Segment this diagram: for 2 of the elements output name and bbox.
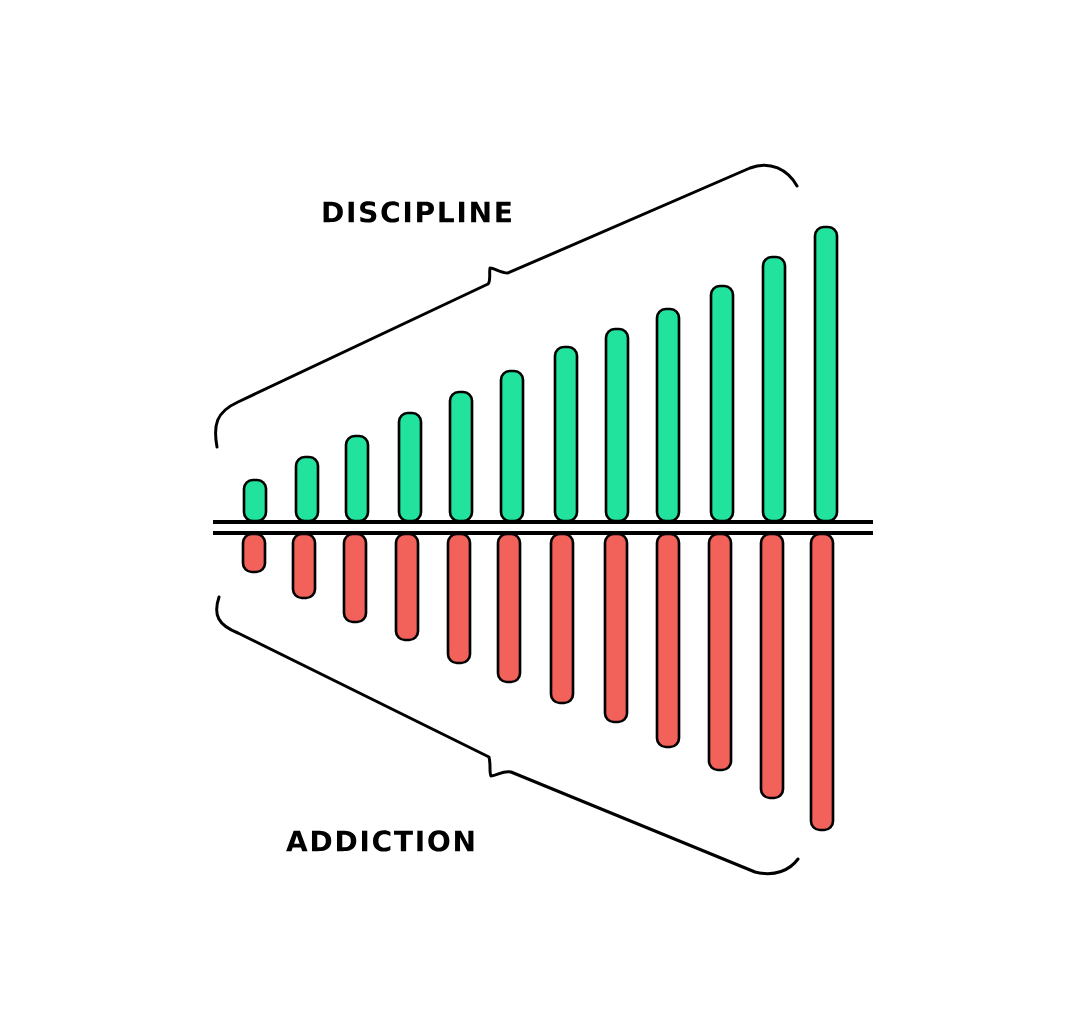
label-text: ADDICTION (286, 830, 474, 852)
label-text: DISCIPLINE (323, 201, 511, 223)
